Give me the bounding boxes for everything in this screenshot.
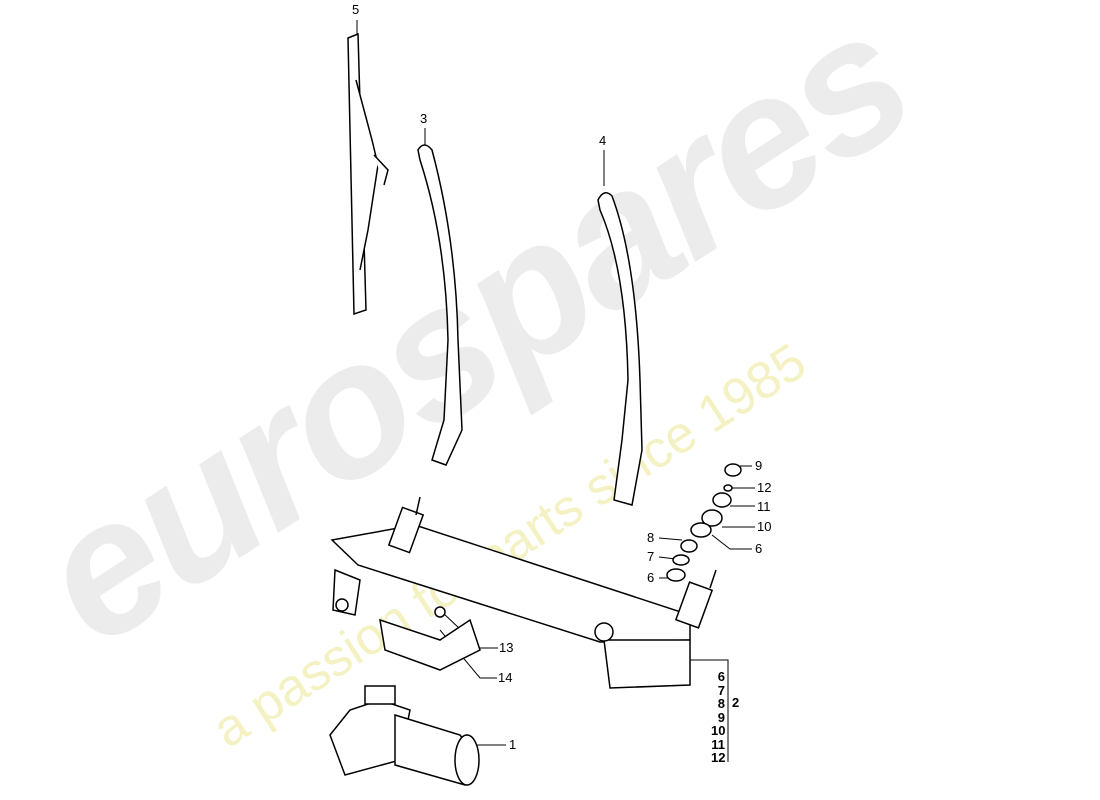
- callout-10: 10: [757, 519, 772, 534]
- wiper-arm-right: [597, 192, 643, 506]
- group-item: 6: [717, 669, 725, 684]
- group-item: 9: [717, 709, 725, 725]
- group-item: 8: [717, 696, 725, 711]
- callout-6: 6: [647, 570, 655, 585]
- group-item: 12: [711, 750, 726, 765]
- callout-6: 6: [755, 541, 763, 556]
- group-item: 10: [711, 723, 726, 738]
- wiper-motor: [329, 685, 480, 786]
- group-2-list: 6 7 8 9 10 11 12: [711, 670, 725, 765]
- wiper-blade: [347, 32, 389, 316]
- group-item: 7: [717, 682, 725, 698]
- callout-11: 11: [757, 499, 771, 514]
- callout-3: 3: [420, 111, 428, 126]
- callout-7: 7: [647, 549, 655, 564]
- callout-12: 12: [757, 480, 772, 495]
- leader-lines: [356, 20, 755, 762]
- callout-8: 8: [647, 530, 655, 545]
- spindle-hardware: [666, 463, 742, 582]
- callout-4: 4: [599, 133, 607, 148]
- group-item: 11: [711, 736, 725, 752]
- callout-1: 1: [509, 737, 517, 752]
- callout-5: 5: [352, 2, 360, 17]
- wiper-linkage: [330, 496, 717, 689]
- callout-9: 9: [755, 458, 763, 473]
- callout-14: 14: [498, 670, 513, 685]
- wiper-arm-left: [417, 144, 463, 466]
- callout-2: 2: [732, 695, 740, 710]
- callout-13: 13: [499, 640, 514, 655]
